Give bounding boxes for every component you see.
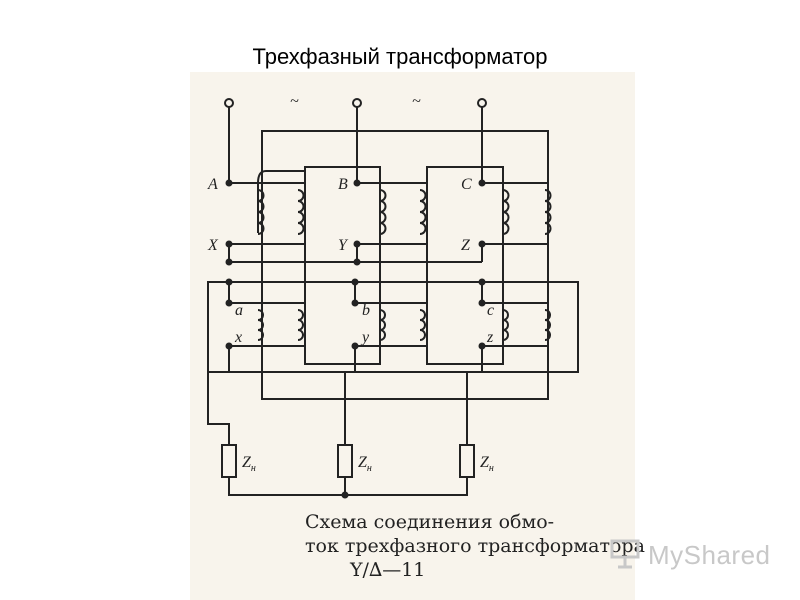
terminal-label-x: x	[234, 329, 242, 346]
terminal-label-Z: Z	[461, 237, 471, 254]
terminal-label-y: y	[360, 329, 370, 346]
figure-caption: Схема соединения обмо- ток трехфазного т…	[305, 510, 645, 582]
terminal-label-a: a	[235, 302, 243, 319]
page-title: Трехфазный трансформатор	[252, 44, 548, 69]
scanned-figure-background	[190, 72, 635, 600]
terminal-label-b: b	[362, 302, 370, 319]
logo-text: MyShared	[648, 540, 771, 570]
terminal-label-z: z	[486, 329, 494, 346]
presentation-board-icon	[610, 539, 640, 569]
terminal-label-X: X	[207, 237, 219, 254]
terminal-label-C: C	[461, 176, 472, 193]
terminal-label-A: A	[207, 176, 218, 193]
myshared-logo: MyShared	[608, 535, 778, 575]
terminal-label-B: B	[338, 176, 348, 193]
load-label-3: Zн	[480, 454, 494, 474]
terminal-label-Y: Y	[338, 237, 349, 254]
load-label-1: Zн	[242, 454, 256, 474]
load-label-2: Zн	[358, 454, 372, 474]
terminal-label-c: c	[487, 302, 494, 319]
ac-symbol-1: ~	[290, 93, 299, 110]
caption-line-3: Y/∆—11	[350, 559, 426, 581]
caption-line-2: ток трехфазного трансформатора	[305, 535, 645, 557]
ac-symbol-2: ~	[412, 93, 421, 110]
caption-line-1: Схема соединения обмо-	[305, 511, 555, 533]
